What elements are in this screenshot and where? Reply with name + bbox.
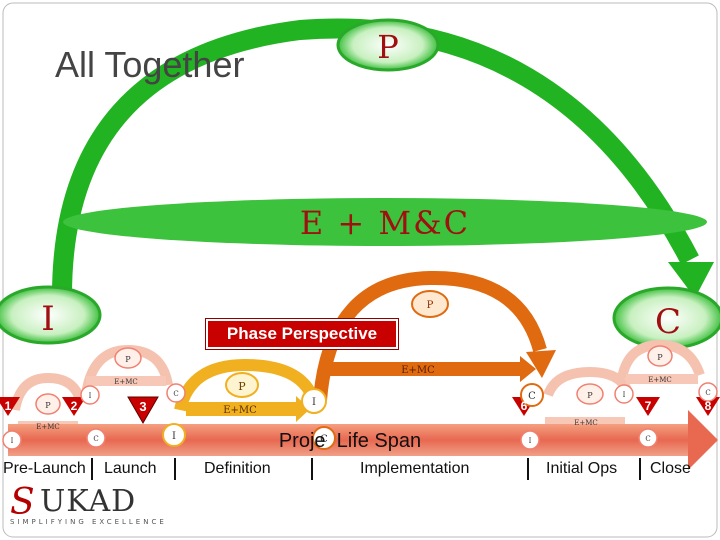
- salmon-em-label-initialops: E+MC: [574, 419, 598, 427]
- orange-p-label: P: [427, 300, 434, 311]
- salmon-p-label-launch: P: [125, 355, 131, 364]
- phase-label-definition: Definition: [204, 460, 271, 477]
- orange-arch-arrowhead: [526, 350, 556, 378]
- c-oval-label: C: [655, 302, 681, 342]
- gold-arch: [174, 358, 316, 412]
- small-c-circle-initialops: [638, 428, 658, 448]
- small-i-label-launch: I: [89, 392, 92, 400]
- slide-title: All Together: [55, 44, 245, 85]
- lifespan-arrowhead: [688, 410, 718, 470]
- gate-1: [0, 397, 20, 416]
- orange-c-label: C: [528, 391, 536, 402]
- gate-2: [62, 397, 86, 416]
- salmon-p-circle-close: [647, 345, 673, 367]
- gate-3-label: 3: [139, 399, 146, 414]
- salmon-em-label-launch: E+MC: [114, 378, 138, 386]
- big-green-arch: [51, 18, 699, 301]
- phase-label-close: Close: [650, 460, 691, 477]
- gate-2-label: 2: [71, 399, 78, 413]
- gate-1-label: 1: [5, 399, 12, 413]
- salmon-p-circle-launch: [114, 347, 142, 369]
- orange-em-bar: [330, 362, 520, 376]
- logo-wordmark: UKAD: [40, 484, 137, 519]
- salmon-p-circle-initialops: [576, 383, 604, 405]
- salmon-em-bar-close: [626, 374, 698, 384]
- salmon-arch-close: [617, 339, 705, 380]
- gold-i-label: I: [172, 431, 176, 442]
- phase-perspective-banner: Phase Perspective: [205, 318, 399, 350]
- orange-em-label: E+MC: [401, 365, 435, 376]
- small-c-circle-close: [698, 382, 718, 402]
- salmon-em-label-close: E+MC: [648, 376, 672, 384]
- big-green-arch-arrowhead: [668, 262, 714, 298]
- gold-p-label: P: [238, 380, 246, 393]
- salmon-em-bar-launch: [86, 376, 166, 386]
- salmon-p-label-initialops: P: [587, 391, 593, 400]
- gate-8-label: 8: [705, 399, 712, 413]
- gate-8: [696, 397, 720, 416]
- gate-7: [636, 397, 660, 416]
- small-c-label-launch: C: [173, 390, 178, 398]
- small-i-label-initialops: I: [529, 437, 532, 445]
- gold-p-circle: [225, 372, 259, 398]
- small-i-circle-prelaunch: [2, 430, 22, 450]
- lifespan-label: Proje Life Span: [279, 430, 421, 452]
- em-ellipse: [63, 198, 707, 246]
- small-i-label-close: I: [623, 391, 626, 399]
- small-c-label-initialops: C: [645, 435, 650, 443]
- orange-i-circle: [312, 426, 336, 450]
- small-c-label-prelaunch: C: [93, 435, 98, 443]
- small-c-circle-prelaunch: [86, 428, 106, 448]
- orange-p-circle: [411, 290, 449, 318]
- small-c-circle-launch: [166, 383, 186, 403]
- gold-em-label: E+MC: [223, 405, 257, 416]
- small-c-label-close: C: [705, 389, 710, 397]
- phase-label-prelaunch: Pre-Launch: [3, 460, 86, 477]
- phase-label-initialops: Initial Ops: [546, 460, 618, 477]
- small-i-circle-initialops: [520, 430, 540, 450]
- p-oval-label: P: [377, 28, 399, 66]
- gold-em-bar: [186, 402, 296, 416]
- orange-i-label: C: [320, 434, 328, 445]
- salmon-arch-prelaunch: [10, 372, 85, 411]
- logo-s-mark: S: [10, 482, 35, 523]
- salmon-arch-initialops: [543, 366, 633, 397]
- small-i-label-prelaunch: I: [11, 437, 14, 445]
- i-oval: [0, 285, 102, 345]
- salmon-p-label-close: P: [657, 353, 663, 362]
- logo-tagline: SIMPLIFYING EXCELLENCE: [10, 518, 167, 526]
- gold-i-circle: [162, 423, 186, 447]
- small-i-circle-close: [614, 384, 634, 404]
- p-oval: [336, 18, 440, 72]
- phase-label-implementation: Implementation: [360, 460, 470, 477]
- salmon-p-circle-prelaunch: [35, 393, 61, 415]
- gate-7-label: 7: [645, 399, 652, 413]
- gold-c-circle: [301, 388, 327, 414]
- gold-c-label: I: [312, 397, 316, 408]
- gate-6-label: 6: [521, 399, 528, 413]
- salmon-em-label-prelaunch: E+MC: [36, 423, 60, 431]
- salmon-p-label-prelaunch: P: [45, 401, 51, 410]
- lifespan-bar: [8, 424, 688, 456]
- small-i-circle-launch: [80, 385, 100, 405]
- phase-label-launch: Launch: [104, 460, 157, 477]
- i-oval-label: I: [41, 299, 54, 339]
- gate-3: [127, 396, 159, 425]
- orange-c-circle: [520, 383, 544, 407]
- salmon-em-bar-initialops: [545, 417, 625, 427]
- em-ellipse-label: E + M&C: [300, 204, 470, 242]
